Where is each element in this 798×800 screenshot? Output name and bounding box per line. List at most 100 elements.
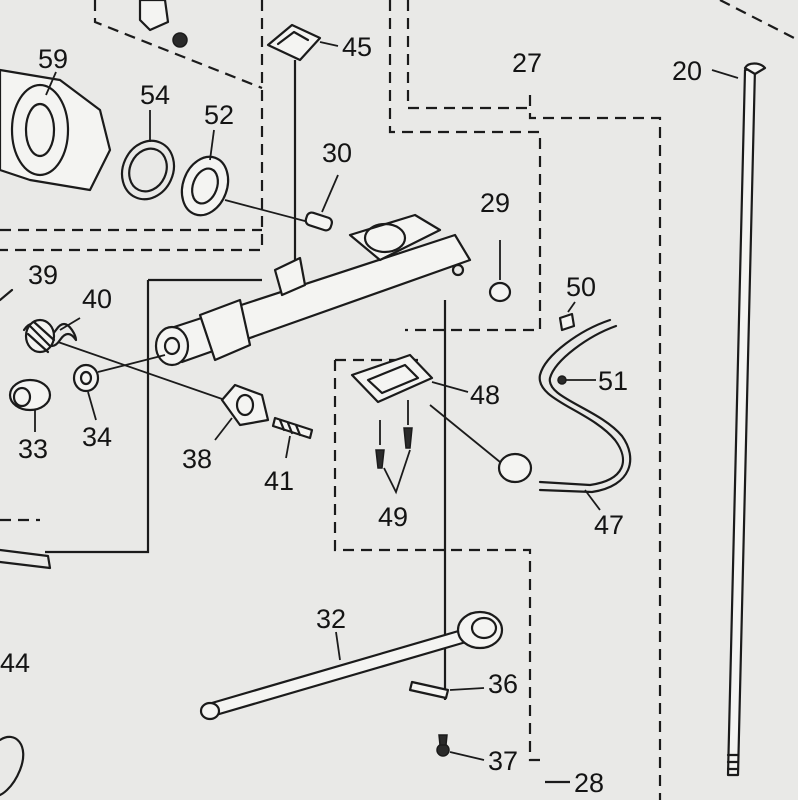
- callout-32: 32: [316, 604, 346, 634]
- part-30-body: [304, 211, 334, 232]
- callout-39: 39: [28, 260, 58, 290]
- part-45-detail: [276, 30, 310, 46]
- callout-labels: 20 27 28 29 30 32 33 34 36 37 38 39 40 4…: [0, 32, 702, 798]
- callout-30: 30: [322, 138, 352, 168]
- leader-38: [214, 417, 233, 441]
- callout-29: 29: [480, 188, 510, 218]
- axis-49: [379, 400, 409, 445]
- callout-34: 34: [82, 422, 112, 452]
- callout-28: 28: [574, 768, 604, 798]
- callout-27: 27: [512, 48, 542, 78]
- part-54-ring: [120, 139, 176, 201]
- part-48-slot: [366, 363, 420, 395]
- leader-48: [431, 381, 469, 393]
- leader-50: [567, 301, 576, 313]
- housing-bracket-hole: [363, 222, 407, 254]
- leader-30: [321, 174, 339, 213]
- callout-49: 49: [378, 502, 408, 532]
- part-37-screw-head: [436, 743, 450, 757]
- left-small-parts: [0, 288, 226, 432]
- part-47-wire-inner: [538, 324, 632, 494]
- callout-20: 20: [672, 56, 702, 86]
- part-32-tip: [199, 701, 221, 721]
- boundary-top-right: [719, 0, 798, 41]
- part-51-pin: [557, 375, 567, 385]
- part-40-coils: [26, 320, 56, 354]
- housing-end-pin: [451, 263, 465, 277]
- leader-49: [383, 449, 411, 495]
- part-20-rod: [711, 62, 767, 777]
- bracket-38-group: [45, 278, 262, 554]
- callout-40: 40: [82, 284, 112, 314]
- part-20-shaft: [726, 66, 757, 777]
- part-41-screw: [271, 416, 314, 440]
- callout-48: 48: [470, 380, 500, 410]
- leader-45: [319, 41, 339, 47]
- part-38-clamp: [214, 383, 314, 459]
- part-44-cable-end: [0, 548, 52, 570]
- boundary-upper-left: [0, 0, 264, 252]
- part-47-wire-outer: [538, 318, 625, 487]
- small-clip-top: [138, 0, 170, 32]
- boundary-29: [388, 0, 542, 332]
- part-33-bore: [12, 386, 32, 408]
- part-37-screw-shank: [438, 734, 448, 746]
- part-45-body: [266, 23, 322, 62]
- leader-40: [59, 317, 81, 331]
- housing-tab-left: [273, 256, 307, 297]
- axis-40-38: [57, 341, 226, 401]
- leader-20: [711, 69, 739, 79]
- boundary-28: [333, 360, 545, 762]
- part-36-key: [408, 680, 450, 700]
- leader-32: [335, 631, 341, 661]
- housing-end-cap: [154, 325, 190, 367]
- leader-47: [584, 489, 601, 511]
- callout-47: 47: [594, 510, 624, 540]
- leader-37: [449, 751, 485, 761]
- part-39-lead: [0, 288, 14, 302]
- leader-52: [209, 129, 215, 161]
- part-34-washer: [72, 363, 100, 393]
- part-32-knob-face: [470, 616, 498, 640]
- part-48-body: [350, 353, 434, 404]
- part-20-threads: [726, 753, 740, 771]
- part-49-screw-left: [375, 449, 385, 469]
- callout-54: 54: [140, 80, 170, 110]
- part-47-cable: [429, 301, 632, 511]
- callout-59: 59: [38, 44, 68, 74]
- small-screw-top: [172, 32, 188, 48]
- part-48-bracket: [350, 353, 469, 495]
- part-54-ring-inner: [128, 147, 168, 193]
- callout-33: 33: [18, 434, 48, 464]
- part-30-pin: [304, 174, 339, 232]
- part-47-connector: [497, 452, 533, 484]
- bracket-lines: [45, 60, 447, 700]
- top-small-parts: [138, 0, 188, 48]
- part-38-hole: [235, 393, 255, 417]
- housing-collar: [198, 298, 252, 362]
- leader-34: [87, 391, 97, 421]
- part-59-flange: [10, 83, 70, 177]
- callout-51: 51: [598, 366, 628, 396]
- part-32-shaft: [203, 628, 468, 719]
- callout-38: 38: [182, 444, 212, 474]
- part-49-screw-right: [403, 427, 413, 449]
- part-29-screw: [488, 240, 512, 303]
- part-59-bore: [24, 102, 56, 158]
- part-52-seal: [180, 155, 230, 217]
- part-59-ring-assembly: [0, 68, 321, 226]
- part-50-clip: [558, 312, 576, 332]
- part-44-loop: [0, 735, 25, 797]
- axis-52-30: [224, 199, 321, 226]
- leader-41: [285, 435, 291, 459]
- part-45-clip: [266, 23, 339, 62]
- part-32-rod: [199, 610, 504, 761]
- part-20-hook: [743, 62, 767, 76]
- axis-47-48: [429, 404, 501, 463]
- part-34-bore: [79, 370, 93, 386]
- callout-45: 45: [342, 32, 372, 62]
- callout-37: 37: [488, 746, 518, 776]
- shaft-housing: [154, 213, 472, 367]
